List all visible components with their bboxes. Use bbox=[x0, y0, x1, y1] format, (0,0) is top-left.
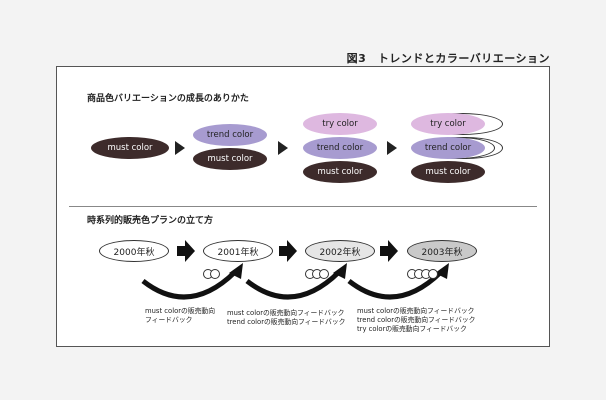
arrow-right-icon bbox=[278, 141, 288, 155]
section-divider bbox=[69, 206, 537, 207]
stage4-trend-color: trend color bbox=[411, 137, 485, 159]
color-rings bbox=[407, 264, 438, 283]
year-2000: 2000年秋 bbox=[99, 240, 169, 262]
stage4-must-color: must color bbox=[411, 161, 485, 183]
stage1-must-color: must color bbox=[91, 137, 169, 159]
section2-title: 時系列的販売色プランの立て方 bbox=[87, 216, 214, 226]
year-2003: 2003年秋 bbox=[407, 240, 477, 262]
stage2-trend-color: trend color bbox=[193, 124, 267, 146]
color-rings bbox=[305, 264, 329, 283]
arrow-right-icon bbox=[387, 141, 397, 155]
timeline-arrows bbox=[141, 240, 449, 300]
stage4-try-color: try color bbox=[411, 113, 485, 135]
color-rings bbox=[203, 264, 220, 283]
block-arrow-icon bbox=[177, 240, 195, 262]
year-2002: 2002年秋 bbox=[305, 240, 375, 262]
year-2001: 2001年秋 bbox=[203, 240, 273, 262]
diagram-panel: 商品色バリエーションの成長のありかた must color trend colo… bbox=[56, 66, 550, 347]
curved-arrow-icon bbox=[141, 270, 237, 300]
feedback-note-2: must colorの販売動向フィードバック trend colorの販売動向フ… bbox=[227, 309, 346, 326]
block-arrow-icon bbox=[380, 240, 398, 262]
section1-title: 商品色バリエーションの成長のありかた bbox=[87, 94, 249, 104]
stage3-must-color: must color bbox=[303, 161, 377, 183]
feedback-note-1: must colorの販売動向 フィードバック bbox=[145, 307, 216, 324]
stage2-must-color: must color bbox=[193, 148, 267, 170]
stage3-try-color: try color bbox=[303, 113, 377, 135]
feedback-note-3: must colorの販売動向フィードバック trend colorの販売動向フ… bbox=[357, 307, 476, 333]
stage3-trend-color: trend color bbox=[303, 137, 377, 159]
curved-arrow-icon bbox=[347, 270, 443, 300]
block-arrow-icon bbox=[279, 240, 297, 262]
figure-title: 図3 トレンドとカラーバリエーション bbox=[346, 52, 550, 65]
curved-arrow-icon bbox=[245, 270, 341, 300]
arrow-right-icon bbox=[175, 141, 185, 155]
